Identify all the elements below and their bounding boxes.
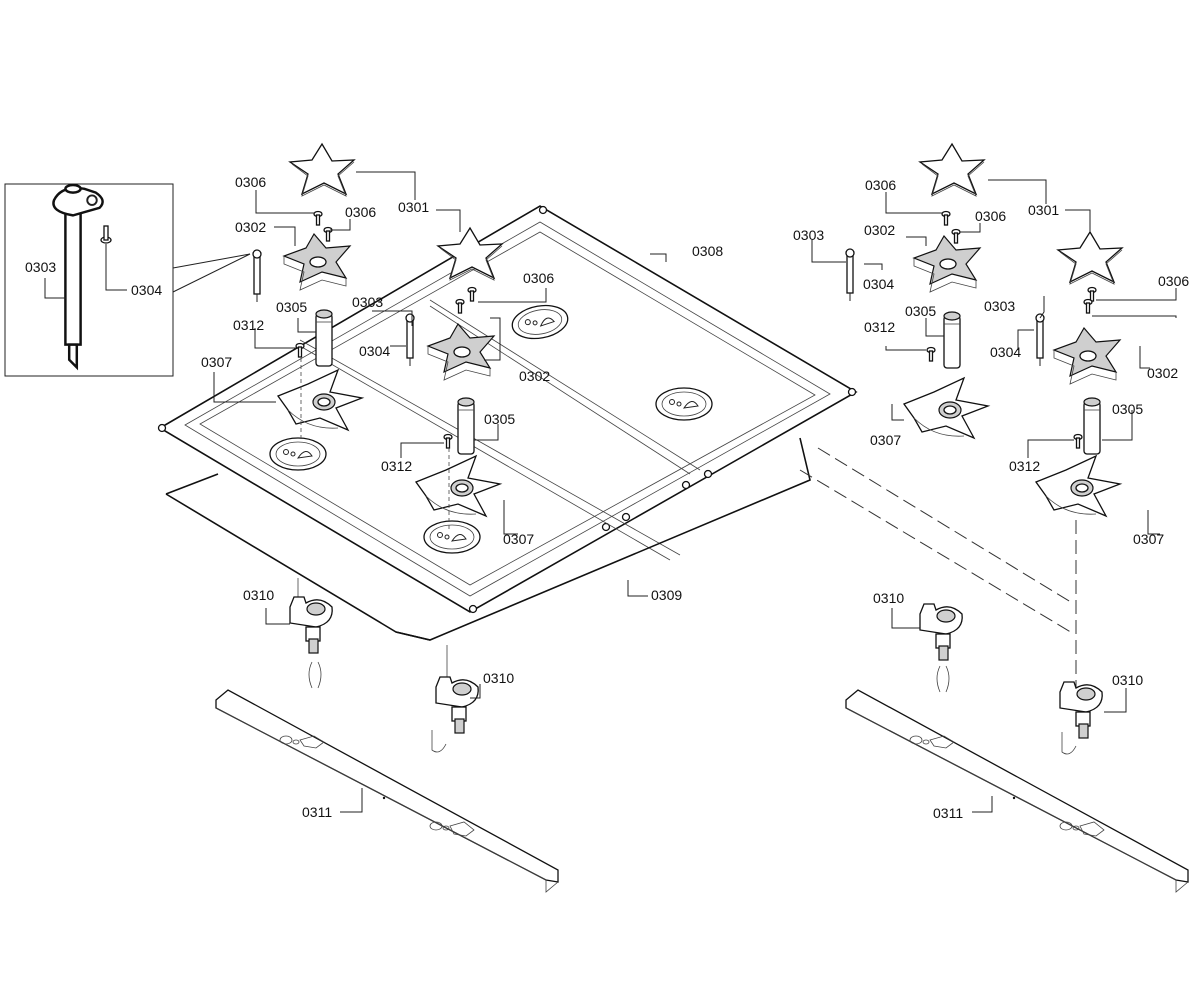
callout-0306: 0306: [1158, 273, 1189, 289]
callout-0306: 0306: [345, 204, 376, 220]
callout-0306: 0306: [975, 208, 1006, 224]
callout-0312: 0312: [233, 317, 264, 333]
callout-0306: 0306: [235, 174, 266, 190]
callout-0307: 0307: [503, 531, 534, 547]
left-burner-2-parts: [405, 227, 503, 530]
callout-0302: 0302: [519, 368, 550, 384]
callout-0302: 0302: [864, 222, 895, 238]
callout-0310: 0310: [873, 590, 904, 606]
callout-0310: 0310: [1112, 672, 1143, 688]
callout-0303: 0303: [352, 294, 383, 310]
callout-0307: 0307: [870, 432, 901, 448]
callout-0307: 0307: [1133, 531, 1164, 547]
callout-labels: 0303 0304 0306 0306 0302 0301 0305 0312 …: [25, 174, 1189, 821]
callout-0307: 0307: [201, 354, 232, 370]
callout-0302: 0302: [235, 219, 266, 235]
callout-0311: 0311: [933, 805, 963, 821]
cooktop-surface: [157, 205, 858, 614]
left-burner-1-parts: [252, 143, 363, 440]
callout-0302: 0302: [1147, 365, 1178, 381]
right-valve-assembly: [845, 603, 1189, 893]
callout-0310: 0310: [483, 670, 514, 686]
callout-0306: 0306: [865, 177, 896, 193]
callout-0304: 0304: [359, 343, 390, 359]
callout-0305: 0305: [905, 303, 936, 319]
callout-0301: 0301: [398, 199, 429, 215]
left-valve-assembly: [215, 578, 559, 893]
callout-0304: 0304: [990, 344, 1021, 360]
callout-0306: 0306: [523, 270, 554, 286]
callout-0305: 0305: [276, 299, 307, 315]
callout-0312: 0312: [864, 319, 895, 335]
dashed-guide-1: [817, 447, 1075, 605]
leader-lines: [44, 171, 1177, 813]
gasket: [165, 437, 811, 641]
callout-0303: 0303: [793, 227, 824, 243]
callout-0312: 0312: [1009, 458, 1040, 474]
callout-0303: 0303: [984, 298, 1015, 314]
callout-0303: 0303: [25, 259, 56, 275]
callout-0305: 0305: [1112, 401, 1143, 417]
callout-0304: 0304: [863, 276, 894, 292]
callout-0312: 0312: [381, 458, 412, 474]
callout-0301: 0301: [1028, 202, 1059, 218]
inset-detail-box: [4, 183, 251, 377]
callout-0304: 0304: [131, 282, 162, 298]
callout-0308: 0308: [692, 243, 723, 259]
dashed-guide-2: [799, 469, 1075, 635]
callout-0305: 0305: [484, 411, 515, 427]
right-burner-2-parts: [1035, 231, 1123, 517]
callout-0309: 0309: [651, 587, 682, 603]
callout-0310: 0310: [243, 587, 274, 603]
callout-0311: 0311: [302, 804, 332, 820]
